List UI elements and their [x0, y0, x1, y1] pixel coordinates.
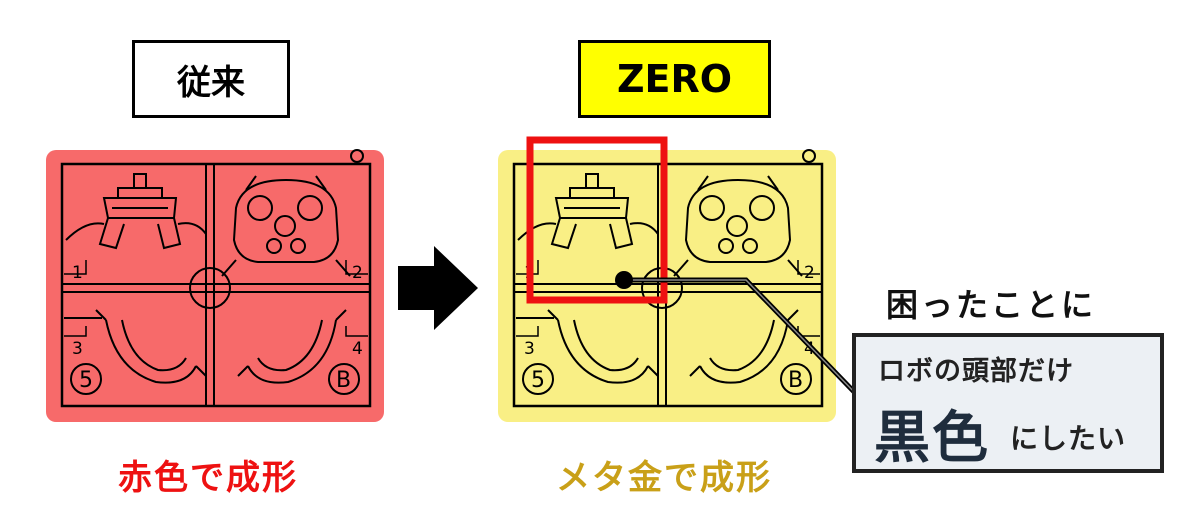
label-conventional-text: 従来 [177, 62, 245, 103]
caption-red-molding: 赤色で成形 [118, 458, 298, 498]
panel-number-4: 4 [352, 339, 363, 359]
red-plate: 1 2 3 4 5 B [46, 148, 384, 422]
callout-anchor-dot [615, 271, 633, 289]
trouble-callout-box: ロボの頭部だけ 黒色 にしたい [852, 333, 1164, 473]
caption-gold-molding: メタ金で成形 [556, 458, 772, 498]
panel-number-2: 2 [352, 263, 363, 283]
label-zero-text: ZERO [616, 57, 733, 101]
circle-5-label: 5 [79, 368, 93, 393]
arrow-right-icon [398, 246, 478, 330]
trouble-rest-text: にしたい [1010, 422, 1127, 455]
panel-number-3: 3 [72, 339, 83, 359]
circle-5-label: 5 [531, 368, 545, 393]
panel-number-3: 3 [524, 339, 535, 359]
label-zero: ZERO [578, 40, 771, 118]
head-highlight-box [526, 136, 668, 304]
panel-number-1: 1 [72, 263, 83, 283]
panel-number-2: 2 [804, 263, 815, 283]
trouble-line1: ロボの頭部だけ [878, 356, 1074, 387]
label-conventional: 従来 [132, 40, 290, 118]
trouble-big-text: 黒色 [874, 406, 990, 471]
circle-b-label: B [336, 368, 351, 393]
circle-b-label: B [788, 368, 803, 393]
trouble-heading: 困ったことに [886, 286, 1097, 324]
